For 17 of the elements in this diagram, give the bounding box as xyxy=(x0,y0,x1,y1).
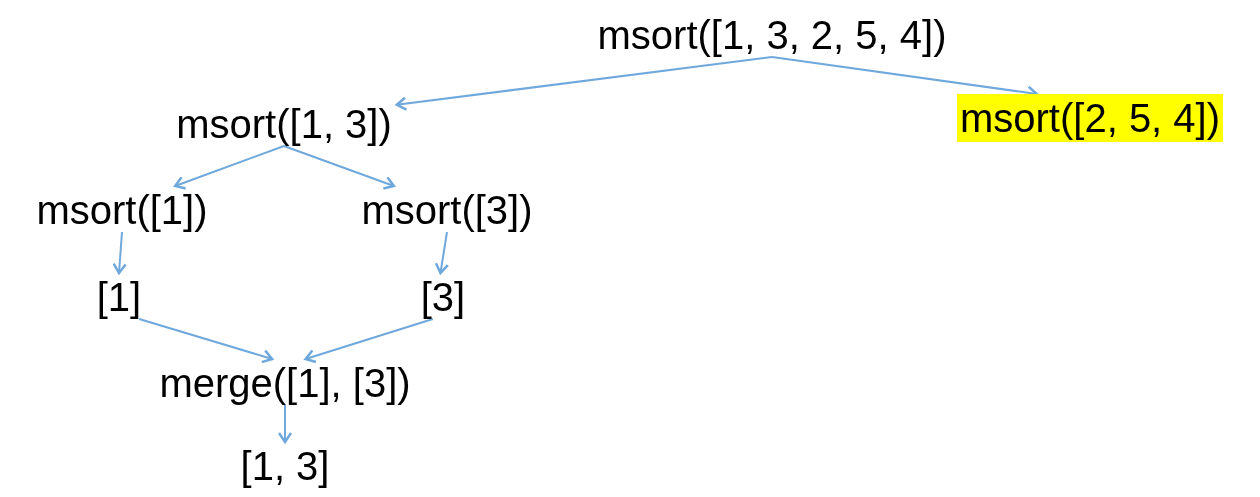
call-label: merge([1], [3]) xyxy=(156,359,414,407)
arrow xyxy=(283,145,396,190)
arrow xyxy=(173,145,285,190)
call-label: msort([1, 3, 2, 5, 4]) xyxy=(594,11,950,59)
highlighted-call-label: msort([2, 5, 4]) xyxy=(956,94,1224,142)
arrow xyxy=(277,404,293,444)
arrow xyxy=(434,231,450,275)
arrow xyxy=(304,318,434,364)
arrow xyxy=(395,56,773,111)
arrow xyxy=(138,318,274,364)
call-label: [1] xyxy=(93,273,145,321)
call-label: msort([1, 3]) xyxy=(173,100,395,148)
call-label: msort([1]) xyxy=(33,186,211,234)
call-label: msort([3]) xyxy=(358,186,536,234)
arrow xyxy=(112,231,127,275)
call-label: [1, 3] xyxy=(237,442,333,490)
call-label: [3] xyxy=(417,273,469,321)
